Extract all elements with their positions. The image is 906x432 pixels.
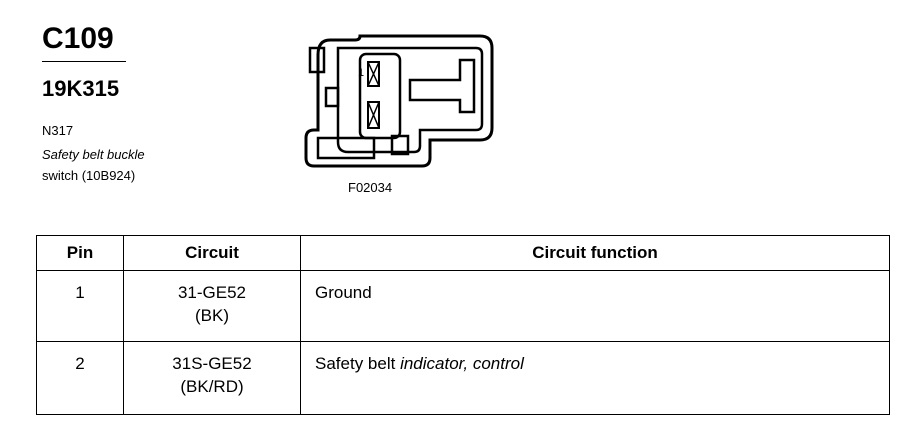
table-row: 2 31S-GE52 (BK/RD) Safety belt indicator… [36, 341, 890, 415]
function-cell: Safety belt indicator, control [300, 341, 890, 415]
circuit-cell: 31-GE52 (BK) [123, 270, 301, 342]
figure-code: F02034 [348, 180, 393, 195]
terminal-cavity [358, 52, 402, 140]
circuit-number: 31S-GE52 [172, 354, 252, 373]
circuit-cell: 31S-GE52 (BK/RD) [123, 341, 301, 415]
connector-pocket [408, 58, 476, 114]
wire-color: (BK/RD) [180, 377, 244, 396]
connector-inner-outline [336, 46, 484, 154]
part-number: 19K315 [42, 76, 120, 101]
circuit-function-italic: indicator, control [400, 354, 524, 373]
pin-cell: 2 [36, 341, 124, 415]
component-name: Safety belt buckle [42, 147, 145, 162]
title-underline [42, 61, 126, 62]
component-part: switch (10B924) [42, 168, 136, 183]
pin-1-callout: 1 [358, 67, 364, 79]
connector-bottom-key [390, 134, 410, 156]
pin-number: 1 [75, 283, 85, 302]
connector-id: C109 [42, 22, 114, 55]
table-row: 1 31-GE52 (BK) Ground [36, 270, 890, 342]
circuit-number: 31-GE52 [177, 283, 247, 302]
header-circuit: Circuit [123, 235, 301, 271]
header-function: Circuit function [300, 235, 890, 271]
pin-number: 2 [75, 354, 85, 373]
circuit-function: Ground [315, 283, 372, 302]
wire-color: (BK) [195, 306, 229, 325]
pin-table: Pin Circuit Circuit function 1 31-GE52 (… [36, 235, 890, 415]
function-cell: Ground [300, 270, 890, 342]
table-header-row: Pin Circuit Circuit function [36, 235, 890, 271]
connector-face-diagram: 1 [304, 34, 494, 168]
component-code: N317 [42, 123, 74, 138]
header-pin: Pin [36, 235, 124, 271]
connector-side-tab [324, 86, 340, 108]
connector-latch-tab [308, 46, 326, 74]
connector-housing-outline [304, 34, 494, 168]
pin-cell: 1 [36, 270, 124, 342]
circuit-function: Safety belt [315, 354, 401, 373]
connector-bottom-slot [316, 136, 376, 160]
